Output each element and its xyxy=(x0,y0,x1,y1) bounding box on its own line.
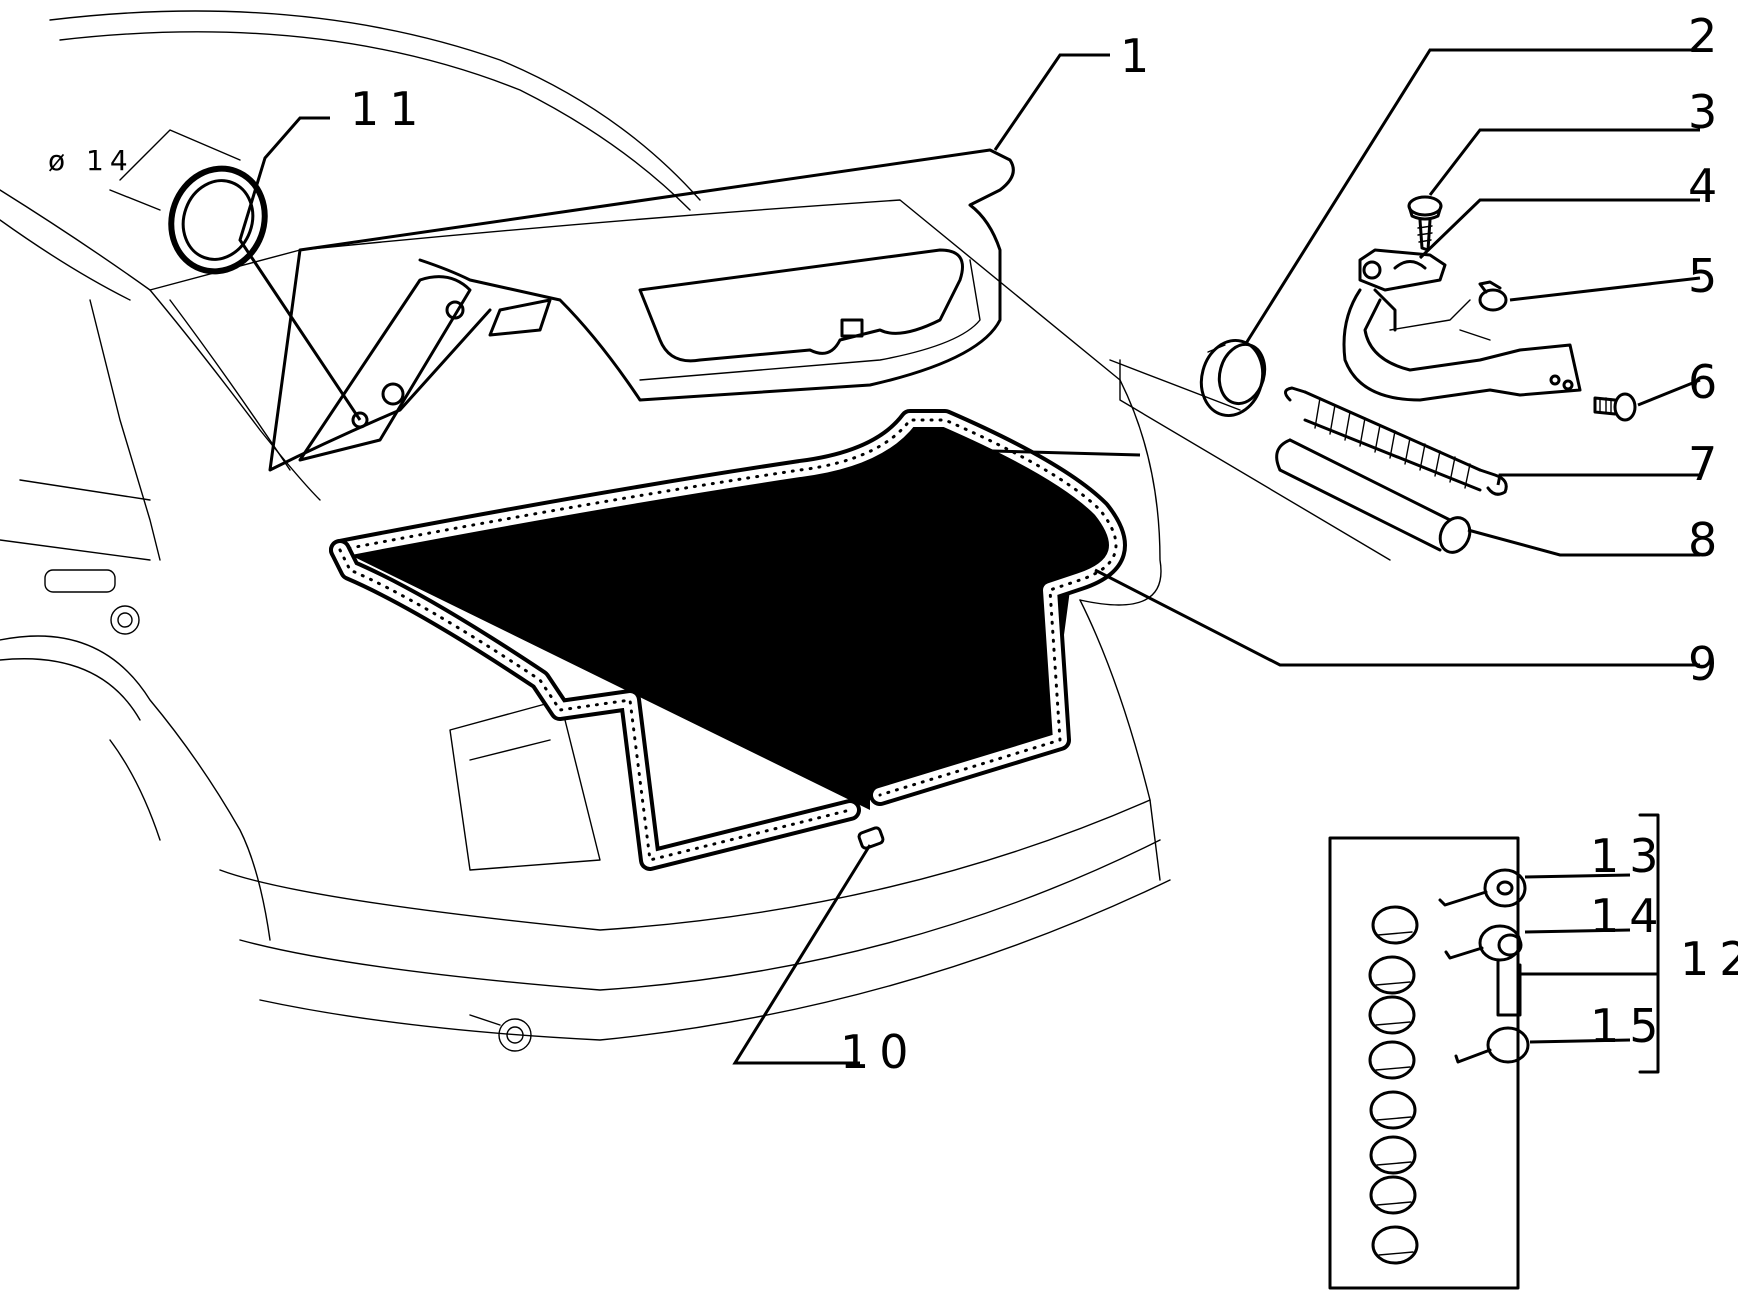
callout-1: 1 xyxy=(1120,29,1159,83)
callout-9: 9 xyxy=(1688,637,1727,691)
lock-part-4 xyxy=(1342,248,1582,402)
trunk-seal-part-9 xyxy=(329,409,1127,871)
callout-15: 15 xyxy=(1590,999,1669,1053)
spring-part-7 xyxy=(1284,386,1508,496)
key-part-13 xyxy=(1438,868,1527,908)
key-part-15 xyxy=(1454,1026,1530,1064)
callout-6: 6 xyxy=(1688,355,1727,409)
plug-part-11 xyxy=(109,129,268,275)
key-part-14 xyxy=(1444,924,1523,1017)
tumbler-stack xyxy=(1368,905,1419,1265)
callout-7: 7 xyxy=(1688,437,1727,491)
sleeve-part-8 xyxy=(1275,438,1472,554)
callout-12: 12 xyxy=(1680,932,1738,986)
dimension-label: ø 14 xyxy=(48,144,134,177)
callout-4: 4 xyxy=(1688,159,1727,213)
screw-part-3 xyxy=(1407,195,1443,252)
buffer-part-10 xyxy=(857,826,885,850)
callout-labels: 1 2 3 4 5 6 7 8 9 10 11 12 13 14 15 xyxy=(350,9,1738,1079)
trunk-lid xyxy=(268,148,1015,472)
callout-11: 11 xyxy=(350,82,429,136)
grommet-part-2 xyxy=(1199,338,1267,418)
callout-3: 3 xyxy=(1688,85,1727,139)
lock-cylinder-kit-box xyxy=(1328,813,1660,1290)
callout-13: 13 xyxy=(1590,829,1669,883)
callout-5: 5 xyxy=(1688,249,1727,303)
callout-2: 2 xyxy=(1688,9,1727,63)
callout-14: 14 xyxy=(1590,889,1669,943)
leader-lines xyxy=(238,48,1701,1065)
clip-part-5 xyxy=(1478,280,1508,312)
screw-part-6 xyxy=(1593,392,1637,422)
callout-10: 10 xyxy=(840,1025,919,1079)
callout-8: 8 xyxy=(1688,513,1727,567)
